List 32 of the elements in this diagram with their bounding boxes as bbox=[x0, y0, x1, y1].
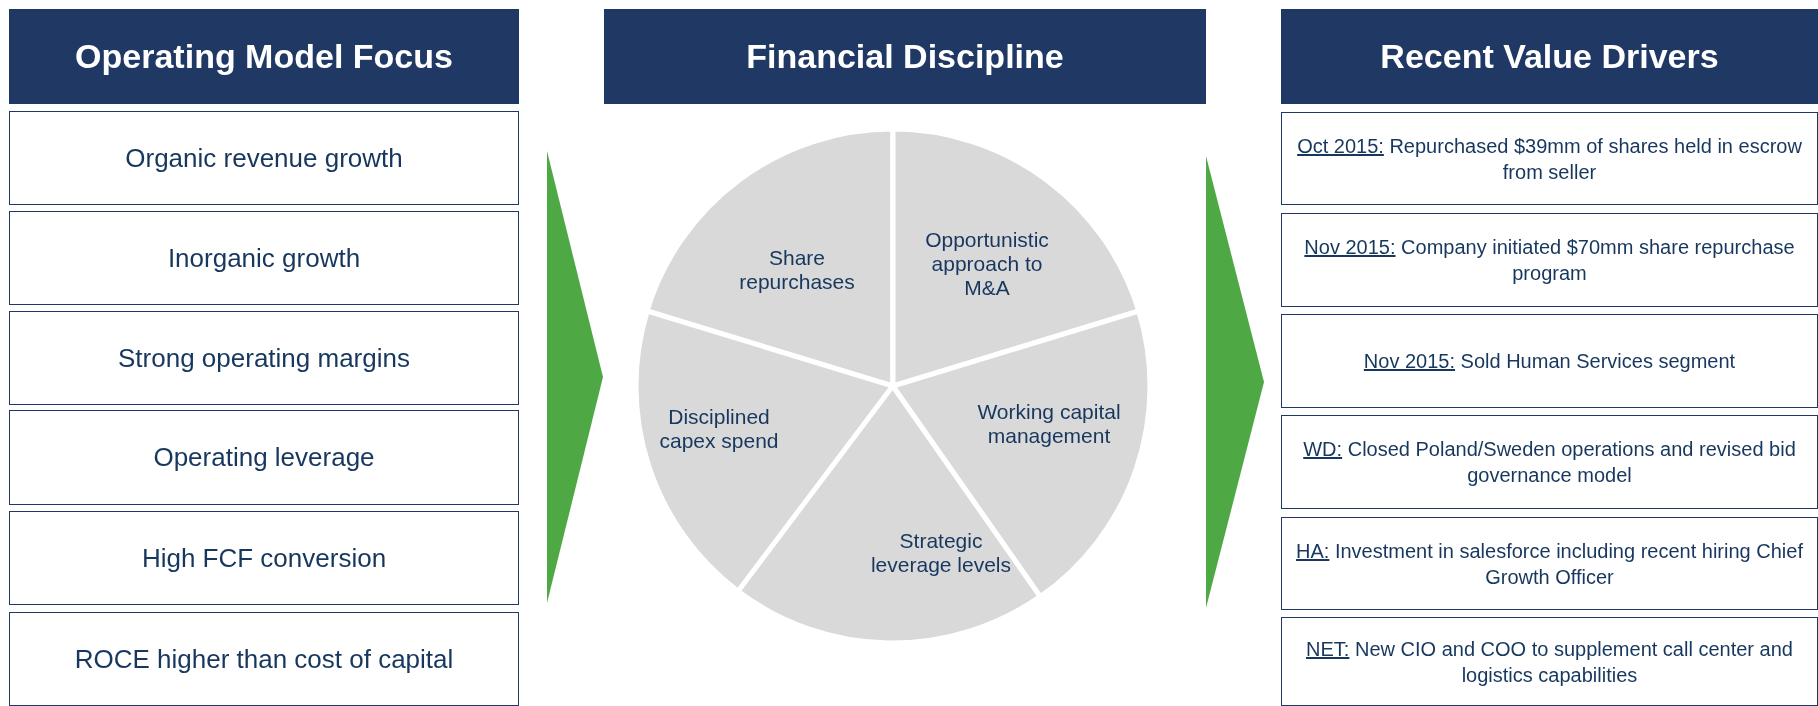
date-label: Nov 2015: bbox=[1304, 236, 1396, 258]
value-driver-box bbox=[1281, 415, 1818, 509]
column-header: Operating Model Focus bbox=[9, 9, 519, 104]
column-header: Recent Value Drivers bbox=[1281, 9, 1818, 104]
driver-text: Company initiated $70mm share repurchase program bbox=[1401, 236, 1795, 284]
slice-label: Disciplined capex spend bbox=[658, 405, 780, 453]
date-label: HA: bbox=[1296, 539, 1330, 562]
driver-text: Repurchased $39mm of shares held in escrow from seller bbox=[1389, 134, 1802, 183]
focus-box: ROCE higher than cost of capital bbox=[9, 612, 519, 706]
slice-label: Working capital management bbox=[976, 400, 1122, 448]
driver-text: Closed Poland/Sweden operations and revised bid governance model bbox=[1347, 438, 1796, 486]
date-label: Nov 2015: bbox=[1363, 350, 1455, 372]
slice-label: Share repurchases bbox=[738, 246, 856, 294]
focus-box: Operating leverage bbox=[9, 410, 519, 505]
date-label: NET: bbox=[1306, 637, 1350, 660]
focus-box: Strong operating margins bbox=[9, 311, 519, 405]
date-label: WD: bbox=[1303, 438, 1343, 460]
focus-box: Organic revenue growth bbox=[9, 111, 519, 205]
value-driver-box bbox=[1281, 314, 1818, 408]
date-label: Oct 2015: bbox=[1297, 134, 1384, 157]
focus-box: High FCF conversion bbox=[9, 511, 519, 605]
driver-text: Investment in salesforce including recent hiring Chief Growth Officer bbox=[1334, 539, 1803, 588]
driver-text: New CIO and COO to supplement call center and logistics capabilities bbox=[1354, 637, 1793, 686]
slice-label: Opportunistic approach to M&A bbox=[924, 228, 1050, 300]
value-driver-box bbox=[1281, 112, 1818, 205]
value-driver-box bbox=[1281, 517, 1818, 610]
slice-label: Strategic leverage levels bbox=[869, 529, 1013, 577]
focus-box: Inorganic growth bbox=[9, 211, 519, 305]
value-driver-box bbox=[1281, 617, 1818, 706]
value-driver-box bbox=[1281, 213, 1818, 307]
driver-text: Sold Human Services segment bbox=[1460, 350, 1736, 372]
column-header: Financial Discipline bbox=[604, 9, 1206, 104]
